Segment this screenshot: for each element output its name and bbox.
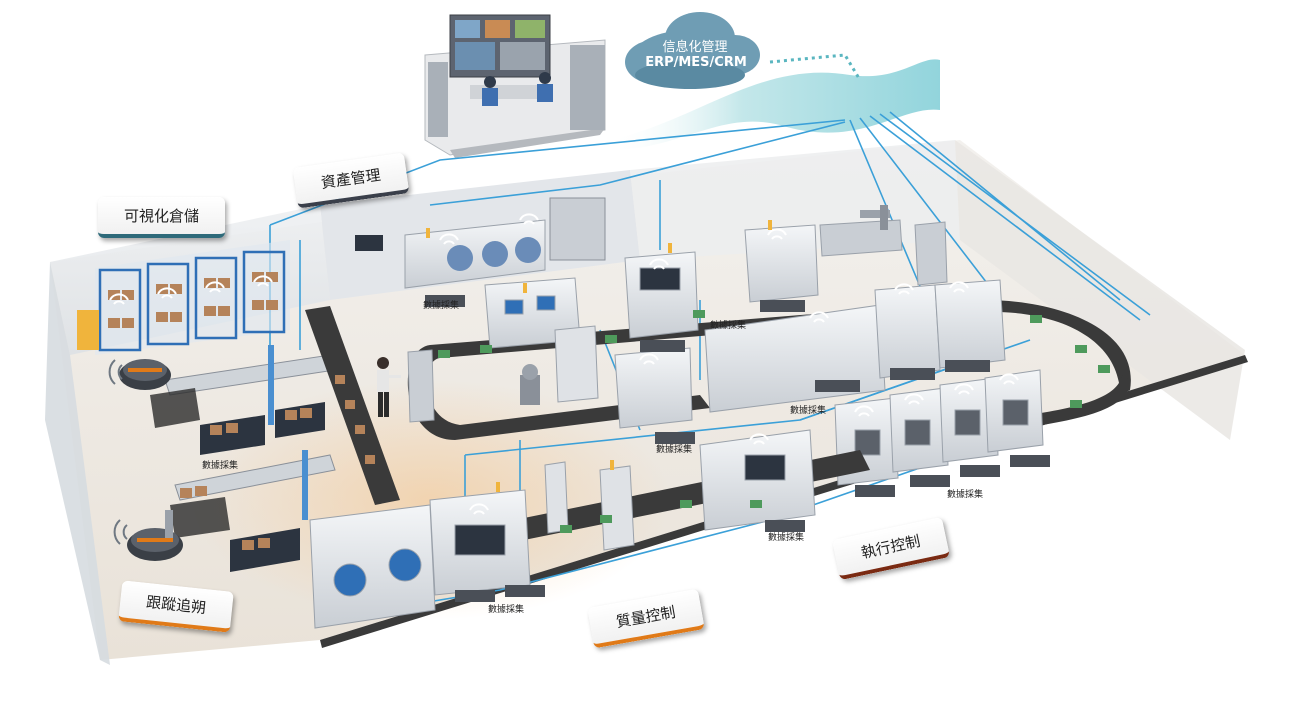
machine-stands	[425, 295, 1050, 602]
back-machines	[355, 197, 606, 289]
callout-visual-storage: 可視化倉儲	[98, 197, 226, 238]
pcb-items	[438, 310, 1110, 533]
data-collection-label: 數據採集	[768, 533, 805, 543]
signal-lights	[426, 220, 772, 492]
worker-icon	[377, 357, 401, 417]
robot-arm-icon	[520, 205, 890, 405]
storage-racks	[95, 240, 290, 355]
data-collection-label: 數據採集	[947, 490, 984, 500]
control-room	[424, 14, 606, 158]
data-collection-label: 數據採集	[710, 321, 747, 331]
storage-area	[150, 345, 336, 572]
agv-icon	[127, 510, 183, 561]
data-collection-label: 數據採集	[423, 301, 460, 311]
data-collection-label: 數據採集	[656, 445, 693, 455]
cloud-label-secondary: ERP/MES/CRM	[645, 55, 747, 70]
data-collection-label: 數據採集	[202, 461, 239, 471]
wall-lamp	[77, 310, 99, 350]
cloud-label-primary: 信息化管理	[662, 40, 728, 55]
wifi-icon	[108, 359, 128, 545]
left-wall	[45, 262, 110, 665]
lower-machines	[309, 429, 816, 629]
wifi-icon	[109, 213, 1019, 515]
data-wave	[610, 59, 940, 150]
agv-icon	[119, 359, 171, 390]
data-collection-label: 數據採集	[790, 406, 827, 416]
data-collection-label: 數據採集	[488, 605, 525, 615]
cloud-icon	[625, 12, 760, 89]
